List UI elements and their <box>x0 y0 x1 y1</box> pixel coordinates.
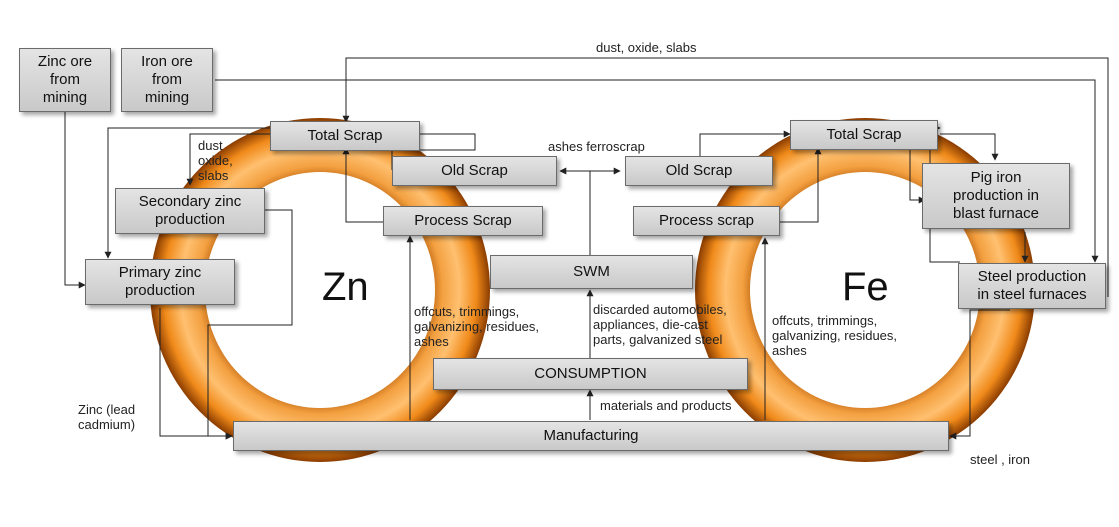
zinc-symbol: Zn <box>322 265 369 309</box>
swm-label: SWM <box>573 263 610 280</box>
iron-offcuts-label: offcuts, trimmings, galvanizing, residue… <box>772 313 898 358</box>
iron-symbol: Fe <box>842 265 889 309</box>
zinc-total-scrap-box: Total Scrap <box>270 121 420 151</box>
ashes-ferroscrap-label: ashes ferroscrap <box>548 139 645 154</box>
zinc-total-scrap-label: Total Scrap <box>307 127 383 144</box>
discarded-items-label: discarded automobiles, appliances, die-c… <box>593 302 727 347</box>
zinc-ore-label: Zinc ore from mining <box>37 53 93 106</box>
zinc-process-scrap-label: Process Scrap <box>414 212 512 229</box>
iron-total-scrap-label: Total Scrap <box>826 126 902 143</box>
iron-old-scrap-box: Old Scrap <box>625 156 773 186</box>
dust-oxide-slabs-left-label: dust oxide, slabs <box>198 138 233 183</box>
secondary-zinc-box: Secondary zinc production <box>115 188 265 234</box>
dust-oxide-slabs-top-label: dust, oxide, slabs <box>596 40 697 55</box>
pig-iron-label: Pig iron production in blast furnace <box>953 169 1039 222</box>
zinc-old-scrap-label: Old Scrap <box>441 162 508 179</box>
iron-ore-box: Iron ore from mining <box>121 48 213 112</box>
manufacturing-box: Manufacturing <box>233 421 949 451</box>
iron-process-scrap-box: Process scrap <box>633 206 780 236</box>
manufacturing-label: Manufacturing <box>543 427 639 444</box>
materials-products-label: materials and products <box>600 398 732 413</box>
zinc-old-scrap-box: Old Scrap <box>392 156 557 186</box>
iron-process-scrap-label: Process scrap <box>658 212 755 229</box>
primary-zinc-box: Primary zinc production <box>85 259 235 305</box>
swm-box: SWM <box>490 255 693 289</box>
zinc-offcuts-label: offcuts, trimmings, galvanizing, residue… <box>414 304 540 349</box>
steel-iron-label: steel , iron <box>970 452 1030 467</box>
primary-zinc-label: Primary zinc production <box>118 264 202 299</box>
iron-total-scrap-box: Total Scrap <box>790 120 938 150</box>
pig-iron-box: Pig iron production in blast furnace <box>922 163 1070 229</box>
steel-production-label: Steel production in steel furnaces <box>977 268 1087 303</box>
iron-old-scrap-label: Old Scrap <box>665 162 733 179</box>
consumption-label: CONSUMPTION <box>534 365 647 382</box>
zinc-ore-box: Zinc ore from mining <box>19 48 111 112</box>
zinc-lead-cadmium-label: Zinc (lead cadmium) <box>78 402 136 432</box>
steel-production-box: Steel production in steel furnaces <box>958 263 1106 309</box>
consumption-box: CONSUMPTION <box>433 358 748 390</box>
secondary-zinc-label: Secondary zinc production <box>138 193 242 228</box>
zinc-process-scrap-box: Process Scrap <box>383 206 543 236</box>
iron-ore-label: Iron ore from mining <box>141 53 193 106</box>
